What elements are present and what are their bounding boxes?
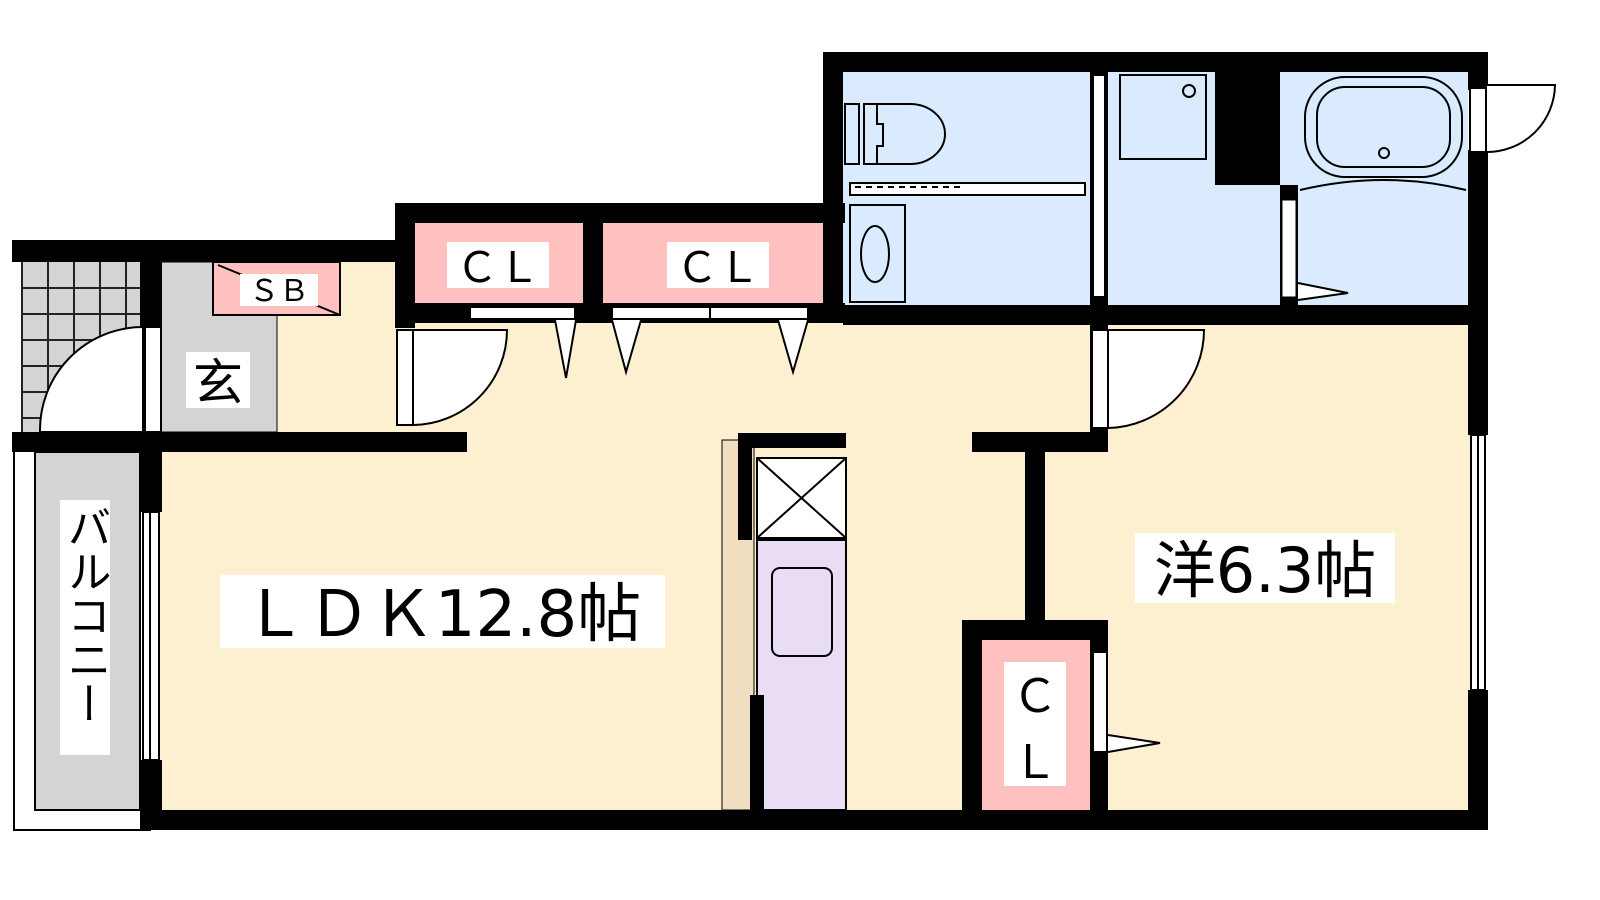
shoe-box: ＳＢ: [212, 261, 341, 316]
ldk-label: ＬＤＫ12.8帖: [243, 578, 642, 652]
entrance-door[interactable]: [38, 325, 162, 433]
stove-icon: [771, 567, 833, 657]
openings: [142, 306, 1486, 761]
balcony-label: バルコニー: [60, 505, 111, 725]
closet-3-label-1: Ｃ: [1012, 669, 1058, 723]
closet-3-label-2: Ｌ: [1012, 735, 1058, 789]
bathtub-icon: [1299, 76, 1467, 191]
washing-machine-icon: [1119, 74, 1207, 160]
toilet-icon: [844, 103, 946, 165]
closet-2: ＣＬ: [603, 222, 823, 304]
closet-3: Ｃ Ｌ: [982, 640, 1161, 812]
bath-window: [1469, 84, 1557, 154]
closet-1-label: ＣＬ: [456, 243, 540, 292]
sink-icon: [849, 204, 906, 303]
closet-2-label: ＣＬ: [676, 243, 760, 292]
western-room-label: 洋6.3帖: [1154, 534, 1377, 607]
shoe-box-label: ＳＢ: [249, 274, 309, 309]
entrance-label: 玄: [193, 354, 243, 412]
balcony: バルコニー: [13, 439, 151, 831]
ldk-door[interactable]: [396, 329, 509, 427]
closet-1: ＣＬ: [415, 222, 583, 304]
wet-area: [843, 72, 1468, 323]
western-door[interactable]: [1091, 329, 1206, 430]
